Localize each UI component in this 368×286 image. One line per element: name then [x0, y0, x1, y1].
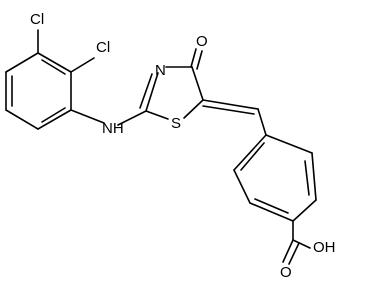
carbonyl-bond — [196, 50, 203, 70]
carbonyl-oxygen-label: O — [196, 33, 208, 50]
bond — [233, 169, 251, 204]
bond-aryl-to-nh — [70, 109, 105, 124]
thiazolone-ring — [139, 66, 204, 120]
bond-to-cl-right — [70, 57, 95, 73]
double-bond-c2-n — [139, 73, 153, 109]
bond — [5, 109, 39, 130]
aromatic-inner-bond — [41, 107, 66, 123]
bond — [292, 199, 317, 222]
acid-oxygen-label: O — [280, 264, 292, 281]
sulfur-label: S — [171, 115, 181, 132]
exocyclic-double-bond — [202, 99, 259, 110]
dichlorophenyl-ring — [5, 52, 72, 130]
bond-nh-to-c2 — [117, 110, 147, 126]
bond — [5, 52, 39, 73]
cl-top-label: Cl — [30, 11, 44, 28]
bond-s-c2 — [145, 110, 169, 120]
double-bond-c2-n — [145, 72, 159, 112]
bond-ch-to-ring — [257, 108, 267, 136]
amine-label: NH — [102, 120, 124, 137]
benzoic-ring — [233, 134, 317, 222]
carbonyl-bond — [190, 48, 197, 68]
bond — [249, 202, 294, 222]
bond — [37, 109, 72, 130]
bond-c4-c5 — [191, 66, 204, 101]
bond-c-to-oh — [292, 239, 311, 249]
bond-c5-s — [183, 99, 204, 119]
bond — [233, 134, 267, 171]
aromatic-inner-bond — [304, 160, 310, 196]
bond — [311, 152, 317, 201]
bond — [265, 134, 313, 154]
acid-oh-label: OH — [313, 239, 336, 256]
exocyclic-double-bond — [202, 105, 255, 115]
acid-carbonyl-bond — [282, 239, 294, 263]
aromatic-inner-bond — [254, 198, 289, 214]
cl-right-label: Cl — [96, 39, 110, 56]
aromatic-inner-bond — [240, 142, 265, 171]
bond — [37, 52, 72, 73]
ring-nitrogen-label: N — [155, 62, 166, 79]
acid-carbonyl-bond — [288, 242, 300, 265]
aromatic-inner-bond — [41, 59, 66, 75]
